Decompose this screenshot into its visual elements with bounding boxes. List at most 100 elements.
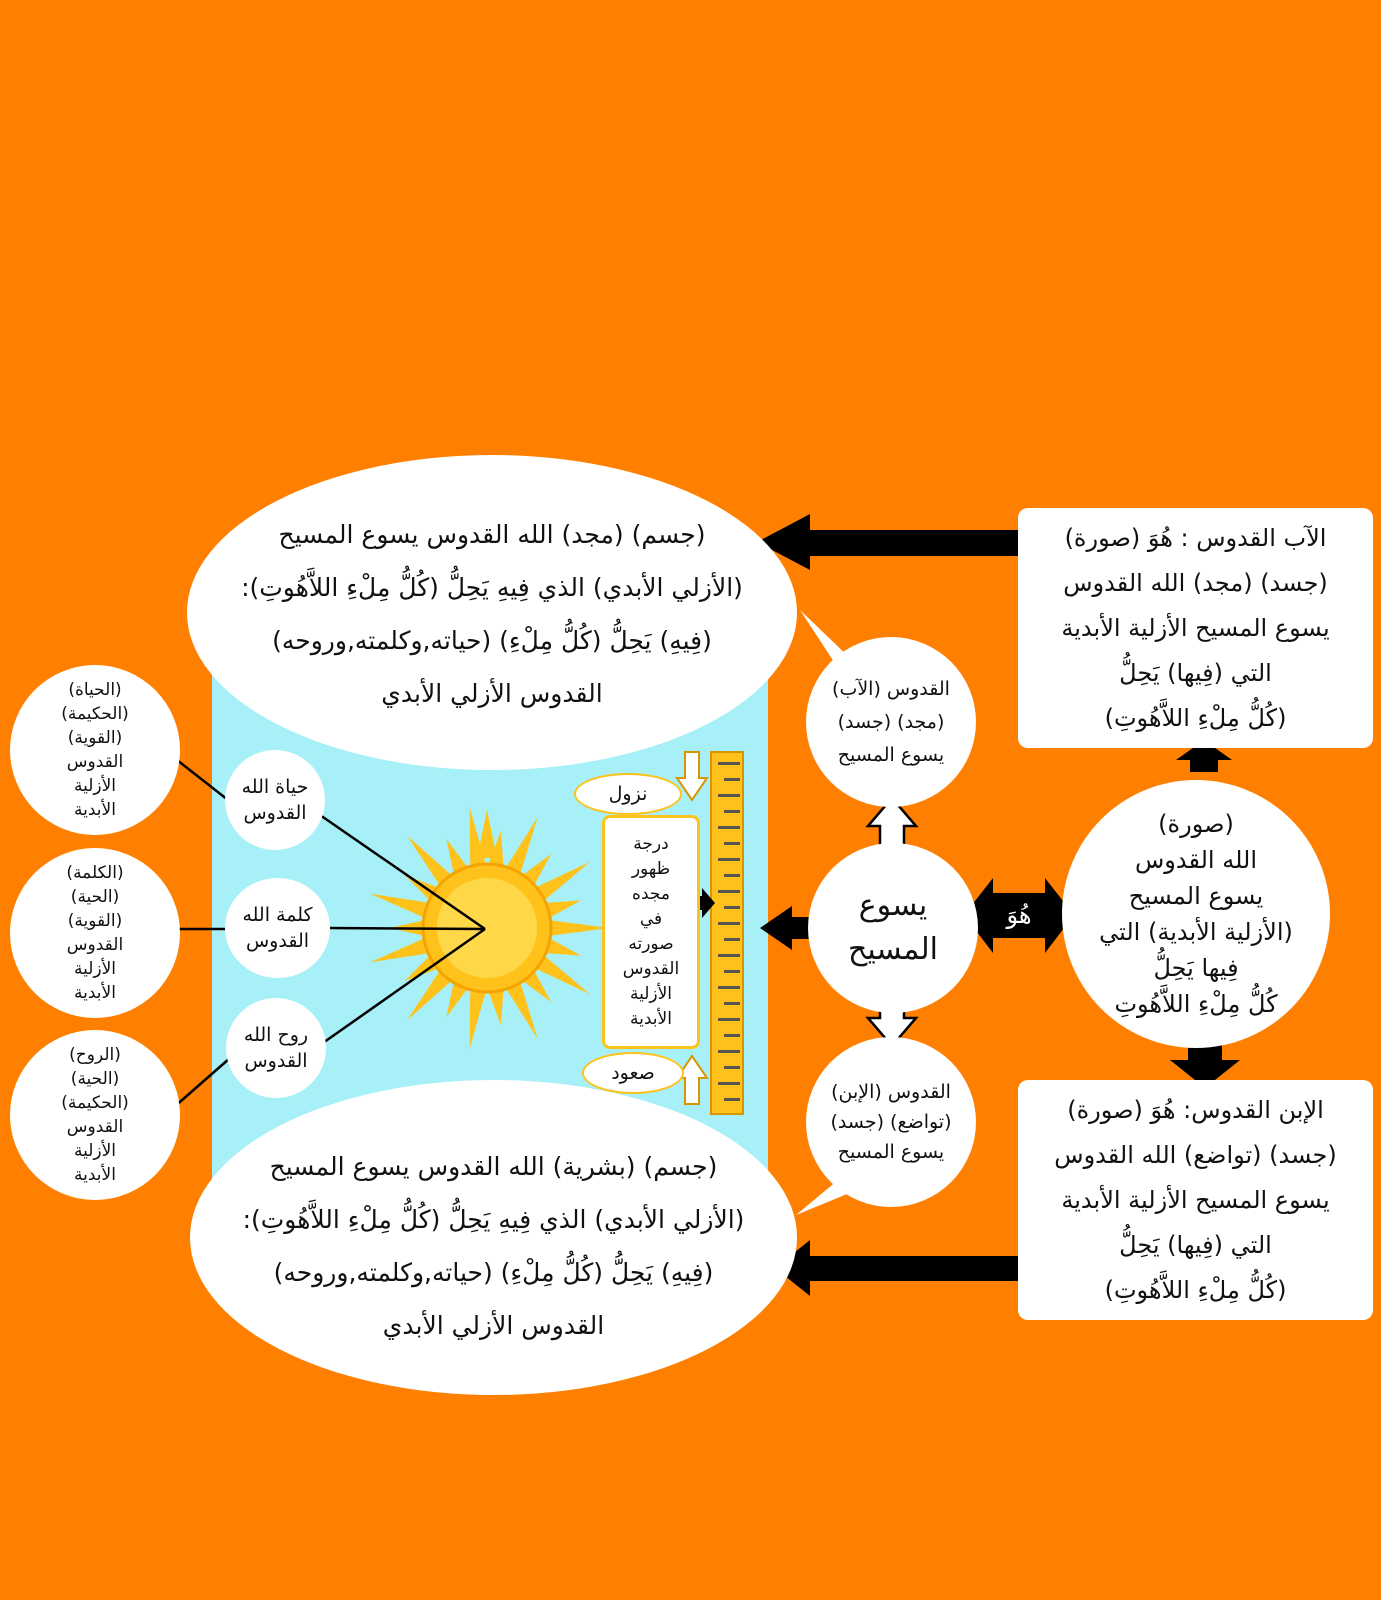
image-circle-line-4: (الأزلية الأبدية) التي [1099,918,1293,946]
father-bubble-line-2: (جسد) (مجد) [837,710,945,733]
ascent-text: صعود [611,1062,655,1084]
father-box-line-1: الآب القدوس : هُوَ (صورة) [1064,523,1327,552]
ruler-tick [724,1066,740,1069]
ruler-pointer-arrow [690,888,715,918]
sun-ray [469,807,487,869]
spirit-to-sun-line [319,927,486,1047]
ruler-tick [724,906,740,909]
ruler-tick [718,1082,740,1085]
descent-label: نزول [574,773,682,815]
sun-ray [487,830,504,869]
left-life-line-6: الأبدية [74,800,116,820]
jesus-circle: يسوع المسيح [808,843,978,1013]
father-bubble-line-1: (الآب) القدوس [832,677,950,700]
arrow-jesus-up [865,796,919,848]
son-bubble-line-2: (جسد) (تواضع) [830,1111,952,1133]
inner-word-line-1: كلمة الله [242,904,313,926]
left-life-line-4: القدوس [66,752,124,772]
image-circle-line-2: الله القدوس [1134,846,1258,874]
sun-ray [407,969,453,1021]
degree-line-6: القدوس [622,959,680,979]
left-spirit-line-5: الأزلية [73,1141,117,1161]
inner-spirit-line-1: روح الله [243,1024,309,1046]
left-spirit-line-4: القدوس [66,1117,124,1137]
left-spirit-line-2: (الحية) [70,1069,120,1089]
cylinder-top-line-2: (الأزلي الأبدي) الذي فِيهِ يَحِلُّ (كُلُ… [241,573,743,602]
sun-ray [534,954,590,994]
ruler-tick [724,1034,740,1037]
left-life-line-1: (الحياة) [68,680,122,700]
glory-degree-box: درجة ظهور مجده في صورته القدوس الأزلية ا… [602,815,700,1049]
sun-ray [543,937,582,956]
left-word-line-1: (الكلمة) [66,863,124,883]
jesus-line-2: المسيح [848,932,938,967]
son-box-line-4: التي (فِيها) يَحِلُّ [1119,1230,1272,1259]
son-box-line-2: (جسد) (تواضع) الله القدوس [1054,1140,1337,1169]
ruler-tick [724,810,740,813]
cylinder-top-ellipse [187,455,797,770]
left-spirit-line-1: (الروح) [69,1045,121,1065]
ruler-tick [718,1050,740,1053]
sun-ray [548,919,609,937]
inner-circle-life: حياة الله القدوس [225,750,325,850]
cylinder-top-line-3: (فِيهِ) يَحِلُّ (كُلُّ مِلْءِ) (حياته,وك… [272,626,712,655]
father-bubble-line-3: يسوع المسيح [837,743,945,766]
sun-ray [469,987,487,1049]
cylinder-bottom-line-2: (الأزلي الأبدي) الذي فِيهِ يَحِلُّ (كُلُ… [242,1205,745,1234]
ruler-tick [718,986,740,989]
sun-ray [369,937,431,963]
jesus-line-1: يسوع [858,888,928,923]
image-circle-line-1: (صورة) [1158,810,1234,838]
inner-word-line-2: القدوس [245,930,310,952]
ruler-tick [724,874,740,877]
degree-line-7: الأزلية [629,984,673,1004]
ruler-tick [718,826,740,829]
ruler-tick [724,1098,740,1101]
inner-life-line-2: القدوس [243,802,307,824]
left-word-line-2: (الحية) [70,887,120,907]
ruler-tick [718,794,740,797]
sun-ray [487,987,504,1026]
son-bubble-line-3: يسوع المسيح [837,1141,945,1163]
father-box-line-3: يسوع المسيح الأزلية الأبدية [1061,613,1330,642]
ruler-tick [724,778,740,781]
ascent-label: صعود [582,1052,684,1094]
son-box-line-3: يسوع المسيح الأزلية الأبدية [1061,1185,1330,1214]
son-box-line-5: (كُلُّ مِلْءِ اللاَّهُوتِ) [1104,1275,1287,1304]
sun-ray [369,893,431,919]
ruler-ticks [718,762,740,1101]
image-circle-line-3: يسوع المسيح [1128,882,1264,910]
son-bubble: (الإبن) القدوس (جسد) (تواضع) يسوع المسيح [806,1037,976,1207]
sun-ray [505,817,538,876]
cylinder-top-line-4: القدوس الأزلي الأبدي [381,679,603,708]
huwa-double-arrow [964,878,1074,953]
cylinder-top-line-1: (جسم) (مجد) الله القدوس يسوع المسيح [278,520,706,549]
son-box: الإبن القدوس: هُوَ (صورة) (جسد) (تواضع) … [1018,1080,1373,1320]
degree-line-2: ظهور [631,859,671,879]
cylinder-top-text: (جسم) (مجد) الله القدوس يسوع المسيح (الأ… [187,508,797,720]
image-circle-line-6: كُلُّ مِلْءِ اللاَّهُوتِ [1114,990,1278,1018]
inner-circle-spirit: روح الله القدوس [226,998,326,1098]
degree-line-3: مجده [632,884,670,904]
word-to-sun-line [327,926,486,931]
image-circle: (صورة) الله القدوس يسوع المسيح (الأزلية … [1062,780,1330,1048]
descent-arrow [675,751,709,802]
arrow-son-to-cylinder [775,1240,1029,1296]
sun-ray [446,838,469,876]
arrow-father-to-cylinder [757,514,1029,570]
father-box-line-4: التي (فِيها) يَحِلُّ [1119,658,1272,687]
cylinder-bottom-line-1: (جسم) (بشرية) الله القدوس يسوع المسيح [269,1152,718,1181]
inner-life-line-1: حياة الله [241,776,309,798]
left-spirit-line-6: الأبدية [74,1165,116,1185]
arrow-image-to-son [1170,1042,1240,1088]
ruler-tick [718,1018,740,1021]
left-spirit-line [172,1057,231,1109]
left-circle-word: (الكلمة) (الحية) (القوية) القدوس الأزلية… [10,848,180,1018]
left-circle-spirit: (الروح) (الحية) (الحكيمة) القدوس الأزلية… [10,1030,180,1200]
cylinder-bottom-ellipse [190,1080,797,1395]
left-spirit-line-3: (الحكيمة) [61,1093,129,1113]
sun-ray [505,980,538,1039]
ruler-tick [718,858,740,861]
cylinder-bottom-text: (جسم) (بشرية) الله القدوس يسوع المسيح (ا… [190,1140,797,1352]
ruler-tick [718,762,740,765]
